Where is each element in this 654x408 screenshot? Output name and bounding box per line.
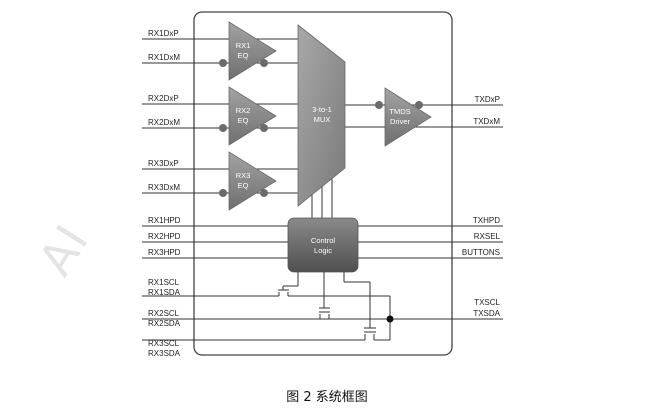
rx3-eq-label-1: RX3 [236, 171, 251, 180]
pin-rx3dxp: RX3DxP [148, 159, 179, 168]
junction-dot [386, 315, 394, 323]
tmds-driver-block: TMDS Driver [375, 87, 432, 147]
pin-rx2hpd: RX2HPD [148, 232, 181, 241]
pin-buttons: BUTTONS [462, 248, 500, 257]
pin-rx1dxm: RX1DxM [148, 53, 180, 62]
system-block-diagram: RX1 EQ RX2 EQ RX3 EQ 3-to-1 MUX TMDS Dri… [142, 11, 503, 358]
control-logic-block: Control Logic [287, 217, 359, 273]
control-label-1: Control [311, 236, 336, 245]
rx3-eq-label-2: EQ [238, 181, 249, 190]
pin-rx3scl: RX3SCL [148, 339, 180, 348]
pin-rx1sda: RX1SDA [148, 288, 181, 297]
tmds-label-2: Driver [390, 117, 411, 126]
rx3-eq-block: RX3 EQ [219, 151, 277, 211]
rx1-eq-block: RX1 EQ [219, 21, 277, 81]
pin-rx2dxm: RX2DxM [148, 118, 180, 127]
pin-rx2scl: RX2SCL [148, 309, 180, 318]
switch-rx2-ddc [319, 307, 330, 313]
pin-rx3sda: RX3SDA [148, 349, 181, 358]
pin-rxsel: RXSEL [474, 232, 501, 241]
pin-rx2sda: RX2SDA [148, 319, 181, 328]
rx2-eq-label-2: EQ [238, 116, 249, 125]
pin-txhpd: TXHPD [473, 216, 500, 225]
mux-label-2: MUX [314, 115, 331, 124]
rx2-eq-block: RX2 EQ [219, 86, 277, 146]
pin-rx1scl: RX1SCL [148, 278, 180, 287]
rx2-eq-label-1: RX2 [236, 106, 251, 115]
rx1-eq-label-2: EQ [238, 51, 249, 60]
wires [142, 38, 503, 341]
pin-txdxp: TXDxP [475, 95, 500, 104]
pin-rx3hpd: RX3HPD [148, 248, 181, 257]
left-pin-labels: RX1DxP RX1DxM RX2DxP RX2DxM RX3DxP RX3Dx… [148, 29, 181, 358]
pin-txsda: TXSDA [473, 309, 500, 318]
switch-rx3-ddc [364, 327, 376, 340]
pin-rx1dxp: RX1DxP [148, 29, 179, 38]
switch-rx1-ddc [278, 289, 289, 296]
pin-txscl: TXSCL [474, 298, 500, 307]
pin-rx2dxp: RX2DxP [148, 94, 179, 103]
pin-rx1hpd: RX1HPD [148, 216, 181, 225]
tmds-label-1: TMDS [389, 107, 410, 116]
rx1-eq-label-1: RX1 [236, 41, 251, 50]
control-label-2: Logic [314, 246, 332, 255]
mux-label-1: 3-to-1 [312, 105, 332, 114]
mux-block: 3-to-1 MUX [297, 24, 346, 207]
pin-txdxm: TXDxM [473, 117, 500, 126]
right-pin-labels: TXDxP TXDxM TXHPD RXSEL BUTTONS TXSCL TX… [462, 95, 501, 318]
pin-rx3dxm: RX3DxM [148, 183, 180, 192]
figure-caption: 图 2 系统框图 [286, 390, 368, 405]
